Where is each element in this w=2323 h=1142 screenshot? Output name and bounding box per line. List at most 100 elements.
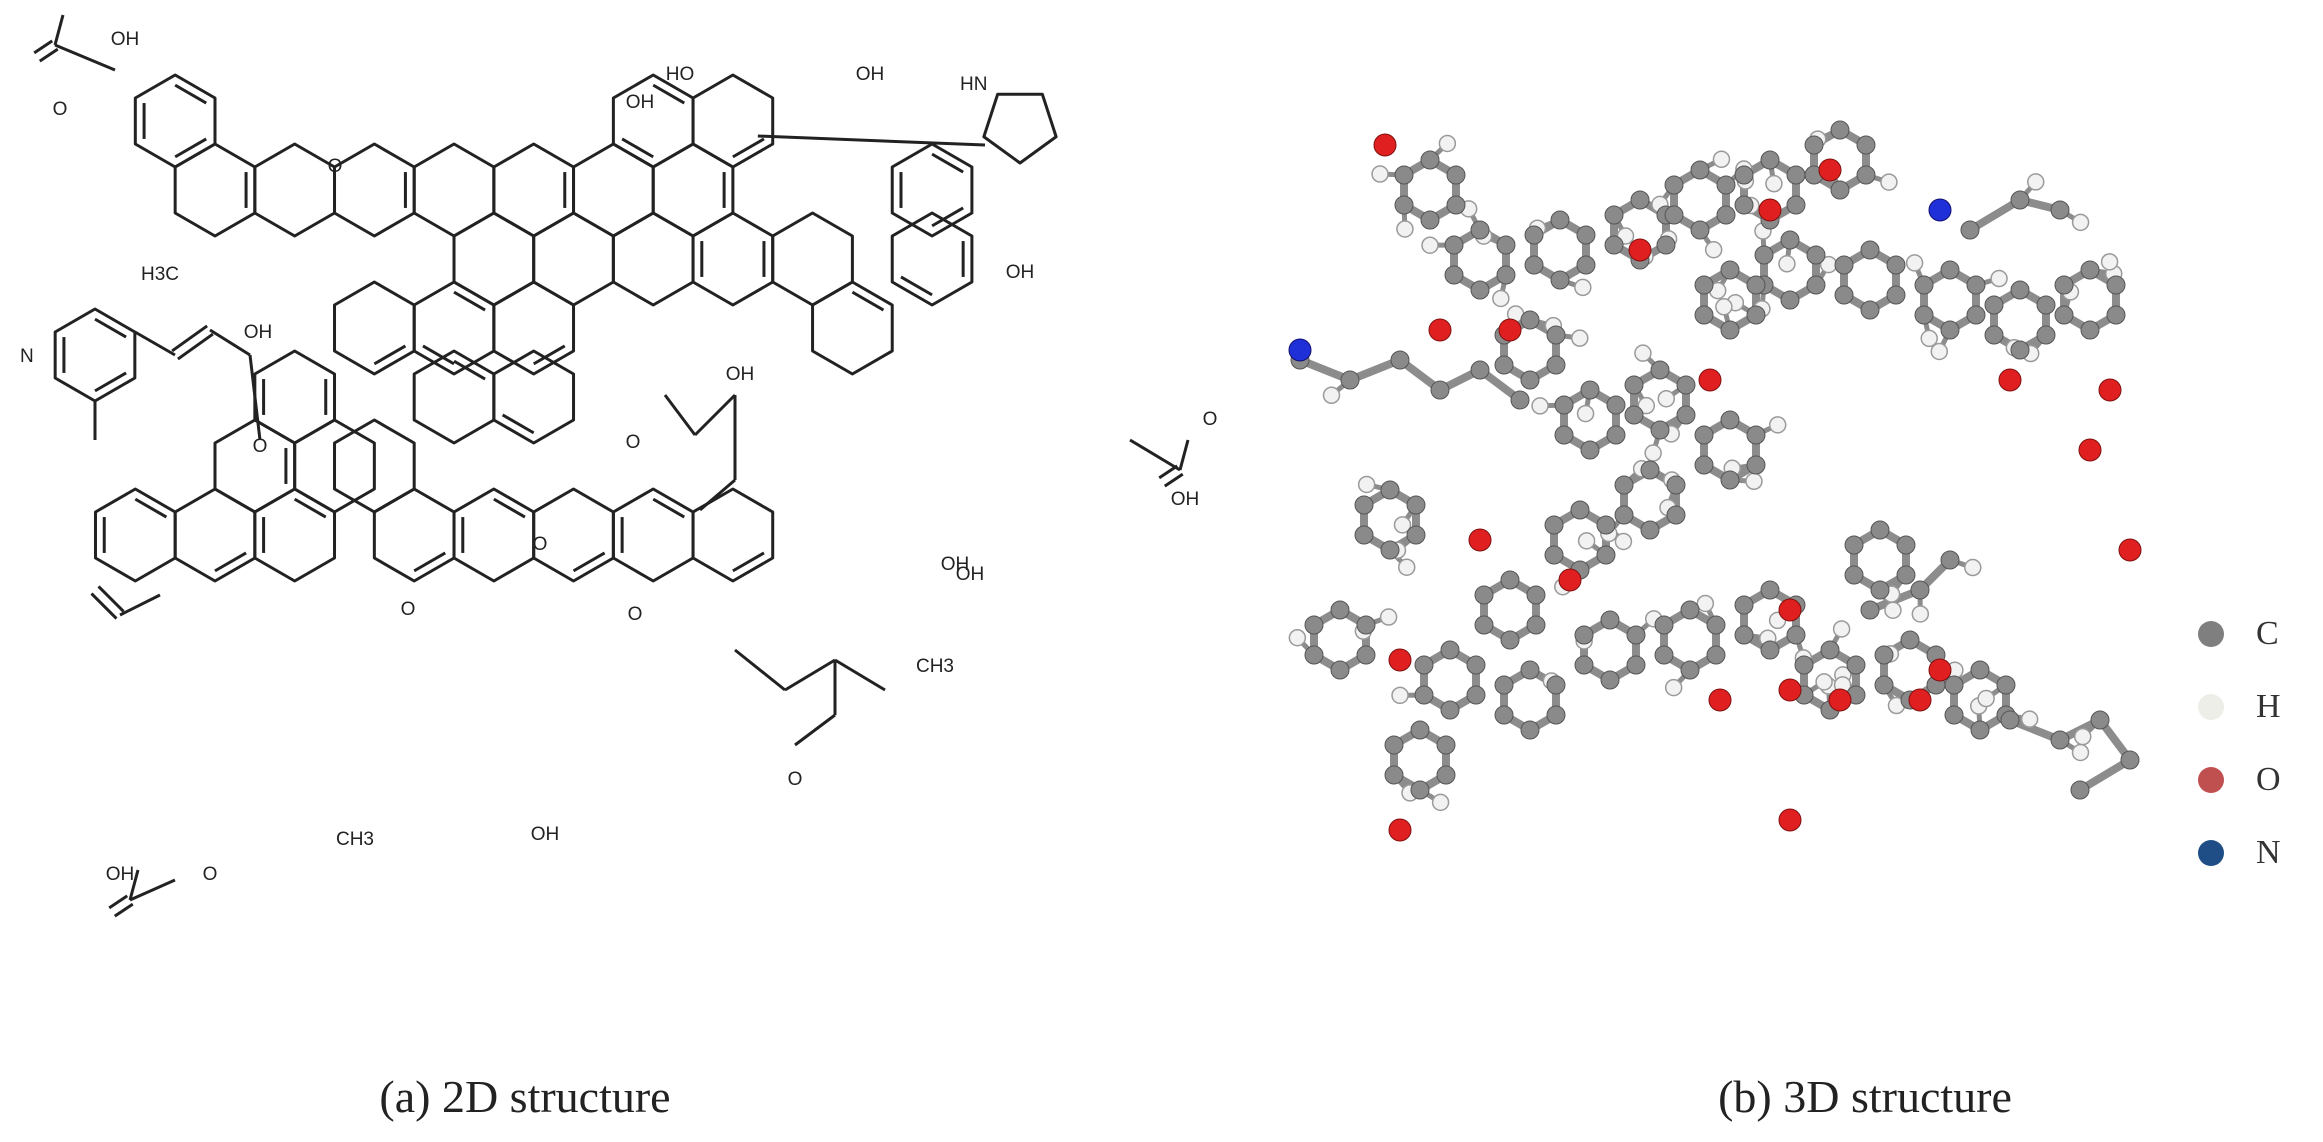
double-bond bbox=[851, 290, 885, 312]
carbon-atom bbox=[1494, 705, 1514, 725]
carbon-atom bbox=[1834, 285, 1854, 305]
fused-ring bbox=[492, 349, 576, 445]
atom-label: O bbox=[401, 599, 416, 620]
legend-item-carbon: C bbox=[2198, 612, 2318, 656]
hydrogen-atom bbox=[1634, 344, 1652, 362]
atom-label: OH bbox=[626, 92, 655, 113]
hydrogen-atom bbox=[1664, 678, 1683, 697]
carbon-atom bbox=[1546, 355, 1566, 375]
carbon-atom bbox=[1786, 165, 1806, 185]
single-bond bbox=[834, 658, 886, 692]
hydrogen-atom bbox=[2020, 710, 2039, 728]
nitrogen-swatch-icon bbox=[2198, 840, 2224, 866]
carbon-atom bbox=[1944, 675, 1964, 695]
fused-ring bbox=[651, 142, 735, 238]
fused-ring bbox=[372, 487, 456, 583]
carbon-atom bbox=[2036, 295, 2056, 315]
hydrogen-atom bbox=[1712, 150, 1731, 169]
single-bond bbox=[53, 14, 65, 46]
carbon-atom bbox=[1760, 580, 1780, 600]
hydrogen-atom bbox=[1637, 396, 1656, 415]
carbon-atom bbox=[1550, 210, 1570, 230]
fused-ring bbox=[412, 349, 496, 445]
fused-ring bbox=[611, 487, 695, 583]
carbon-atom bbox=[1394, 165, 1414, 185]
atom-label: OH bbox=[956, 564, 985, 585]
carbon-atom bbox=[1420, 150, 1440, 170]
carbon-atom bbox=[1706, 645, 1726, 665]
carbon-atom bbox=[1570, 500, 1590, 520]
carbon-atom bbox=[1874, 675, 1894, 695]
model-atoms bbox=[1288, 120, 2142, 842]
carbon-atom bbox=[1896, 565, 1916, 585]
oxygen-atom bbox=[2078, 438, 2102, 462]
hydrogen-atom bbox=[1715, 298, 1733, 316]
carbon-atom bbox=[1900, 630, 1920, 650]
carbon-atom bbox=[1694, 425, 1714, 445]
atom-label: HN bbox=[960, 74, 987, 95]
carbon-atom bbox=[1330, 660, 1350, 680]
carbon-atom bbox=[1330, 600, 1350, 620]
legend-label: O bbox=[2256, 761, 2281, 798]
carbon-atom bbox=[1496, 235, 1516, 255]
atom-label: HO bbox=[666, 64, 695, 85]
carbon-atom bbox=[1380, 540, 1400, 560]
carbon-atom bbox=[1650, 420, 1670, 440]
carbon-atom bbox=[2010, 280, 2030, 300]
hydrogen-atom bbox=[1288, 628, 1307, 647]
carbon-atom bbox=[1444, 235, 1464, 255]
double-bond bbox=[931, 152, 964, 174]
double-bond bbox=[453, 359, 486, 381]
carbon-atom bbox=[1910, 580, 1930, 600]
carbon-atom bbox=[1440, 700, 1460, 720]
single-bond bbox=[1178, 439, 1190, 471]
double-bond bbox=[422, 344, 455, 366]
carbon-atom bbox=[1596, 545, 1616, 565]
carbon-atom bbox=[1746, 425, 1766, 445]
carbon-atom bbox=[1786, 195, 1806, 215]
model-bond bbox=[1966, 196, 2024, 234]
carbon-atom bbox=[1940, 260, 1960, 280]
oxygen-atom bbox=[2098, 378, 2122, 402]
oxygen-swatch-icon bbox=[2198, 767, 2224, 793]
carbon-atom bbox=[1420, 210, 1440, 230]
oxygen-atom bbox=[1928, 658, 1952, 682]
carbon-atom bbox=[1804, 135, 1824, 155]
carbon-atom bbox=[1546, 325, 1566, 345]
carbon-atom bbox=[1760, 150, 1780, 170]
oxygen-atom bbox=[1778, 678, 1802, 702]
hydrogen-atom bbox=[1396, 220, 1414, 238]
carbon-atom bbox=[1970, 660, 1990, 680]
double-bond bbox=[900, 275, 933, 297]
carbon-atom bbox=[2054, 275, 2074, 295]
carbon-atom bbox=[1430, 380, 1450, 400]
carbon-atom bbox=[1580, 440, 1600, 460]
carbon-atom bbox=[1720, 410, 1740, 430]
atom-label: OH bbox=[856, 64, 885, 85]
carbon-atom bbox=[1554, 395, 1574, 415]
atom-label: OH bbox=[531, 824, 560, 845]
carbon-atom bbox=[1650, 360, 1670, 380]
bond-skeleton bbox=[33, 14, 1190, 918]
fused-ring bbox=[412, 280, 496, 376]
carbon-atom bbox=[1494, 675, 1514, 695]
carbon-atom bbox=[1520, 310, 1540, 330]
structure-3d-drawing bbox=[1288, 120, 2142, 842]
carbon-atom bbox=[1746, 305, 1766, 325]
carbon-atom bbox=[1384, 765, 1404, 785]
carbon-atom bbox=[1626, 625, 1646, 645]
atom-label: O bbox=[788, 769, 803, 790]
hydrogen-atom bbox=[1880, 173, 1898, 191]
carbon-atom bbox=[1940, 320, 1960, 340]
carbon-atom bbox=[2120, 750, 2140, 770]
carbon-atom bbox=[1806, 245, 1826, 265]
carbon-atom bbox=[1606, 425, 1626, 445]
double-bond bbox=[532, 344, 566, 366]
carbon-atom bbox=[1830, 180, 1850, 200]
fused-ring bbox=[412, 142, 496, 238]
carbon-atom bbox=[1860, 300, 1880, 320]
single-bond bbox=[209, 328, 251, 357]
hydrogen-atom bbox=[1577, 532, 1596, 550]
hydrogen-atom bbox=[1911, 605, 1930, 623]
